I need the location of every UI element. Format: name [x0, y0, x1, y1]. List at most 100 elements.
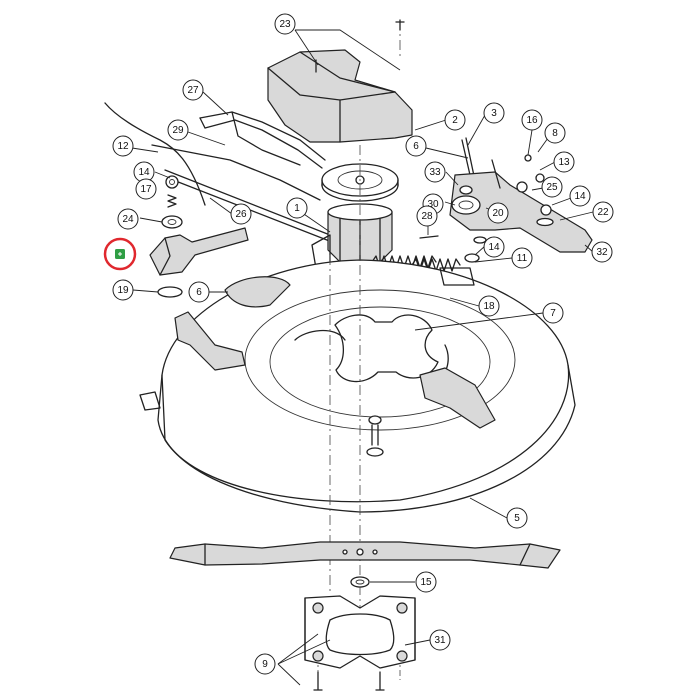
callout-label: 24: [122, 214, 134, 225]
belt-cover: [267, 49, 413, 143]
callout-circle: [511, 247, 533, 269]
callout-circle: [182, 79, 204, 101]
callout-label: 11: [517, 253, 528, 264]
callout-circle: [483, 102, 505, 124]
callout-29: 5: [506, 507, 528, 529]
callout-27: 18: [478, 295, 500, 317]
callout-label: 14: [138, 167, 150, 178]
callout-label: 20: [492, 208, 504, 219]
callout-circle: [553, 151, 575, 173]
highlighted-part[interactable]: [103, 237, 137, 271]
left-hardware: [161, 175, 183, 229]
callout-30: 15: [415, 571, 437, 593]
blade-adapter: [350, 576, 370, 588]
callout-circle: [405, 135, 427, 157]
callout-32: 9: [254, 653, 276, 675]
callout-circle: [135, 178, 157, 200]
callout-22: 14: [483, 236, 505, 258]
callout-circle: [487, 202, 509, 224]
callout-circle: [542, 302, 564, 324]
callout-circle: [483, 236, 505, 258]
idler-arm-assembly: [419, 137, 593, 263]
callout-1: 27: [182, 79, 204, 101]
callout-circle: [274, 13, 296, 35]
callout-label: 22: [597, 207, 609, 218]
callout-6: 29: [167, 119, 189, 141]
callout-circle: [254, 653, 276, 675]
spindle-housing: [311, 203, 393, 286]
highlight-ring[interactable]: [103, 237, 137, 271]
callout-label: 1: [294, 203, 300, 214]
callout-label: 13: [558, 157, 570, 168]
callout-circle: [591, 241, 613, 263]
callout-label: 27: [187, 85, 199, 96]
callout-31: 31: [429, 629, 451, 651]
callout-label: 6: [413, 141, 419, 152]
callout-circle: [286, 197, 308, 219]
callout-circle: [521, 109, 543, 131]
highlight-marker-glyph: [118, 252, 122, 256]
callout-16: 1: [286, 197, 308, 219]
callout-circle: [478, 295, 500, 317]
callout-7: 12: [112, 135, 134, 157]
callout-label: 6: [196, 287, 202, 298]
callout-circle: [429, 629, 451, 651]
callout-8: 6: [405, 135, 427, 157]
callout-14: 25: [541, 176, 563, 198]
callout-label: 7: [550, 308, 556, 319]
callout-circle: [112, 135, 134, 157]
callout-circle: [444, 109, 466, 131]
callout-24: 32: [591, 241, 613, 263]
callout-circle: [415, 571, 437, 593]
callout-circle: [541, 176, 563, 198]
callout-5: 8: [544, 122, 566, 144]
callout-label: 23: [279, 19, 291, 30]
callout-label: 31: [434, 635, 446, 646]
callout-20: 24: [117, 208, 139, 230]
callout-label: 5: [514, 513, 520, 524]
callout-21: 26: [230, 203, 252, 225]
callout-circle: [230, 203, 252, 225]
callout-2: 2: [444, 109, 466, 131]
callout-18: 20: [487, 202, 509, 224]
callout-26: 6: [188, 281, 210, 303]
callout-label: 3: [491, 108, 497, 119]
callout-9: 33: [424, 161, 446, 183]
callout-circle: [569, 185, 591, 207]
callout-label: 30: [427, 199, 439, 210]
callout-label: 19: [117, 285, 129, 296]
callout-circle: [112, 279, 134, 301]
callout-label: 9: [262, 659, 268, 670]
callout-circle: [416, 205, 438, 227]
deck-hanger-bracket: [149, 227, 249, 298]
callout-28: 7: [542, 302, 564, 324]
callout-circle: [424, 161, 446, 183]
callout-label: 25: [546, 182, 558, 193]
callout-4: 16: [521, 109, 543, 131]
spindle-mount-bracket: [304, 595, 416, 691]
callout-label: 28: [421, 211, 433, 222]
mower-deck: [139, 259, 576, 513]
callout-label: 14: [574, 191, 586, 202]
callout-10: 13: [553, 151, 575, 173]
callout-17: 28: [416, 205, 438, 227]
callout-label: 26: [235, 209, 247, 220]
callout-label: 18: [483, 301, 495, 312]
lift-frame: [151, 111, 326, 201]
callout-circle: [506, 507, 528, 529]
callout-label: 8: [552, 128, 558, 139]
callout-circle: [167, 119, 189, 141]
callout-circle: [592, 201, 614, 223]
callout-circle: [544, 122, 566, 144]
callout-circle: [188, 281, 210, 303]
callout-23: 11: [511, 247, 533, 269]
callout-19: 22: [592, 201, 614, 223]
callout-0: 23: [274, 13, 296, 35]
callout-label: 12: [117, 141, 129, 152]
callout-3: 3: [483, 102, 505, 124]
callout-label: 16: [526, 115, 538, 126]
cutting-blade: [169, 541, 561, 569]
